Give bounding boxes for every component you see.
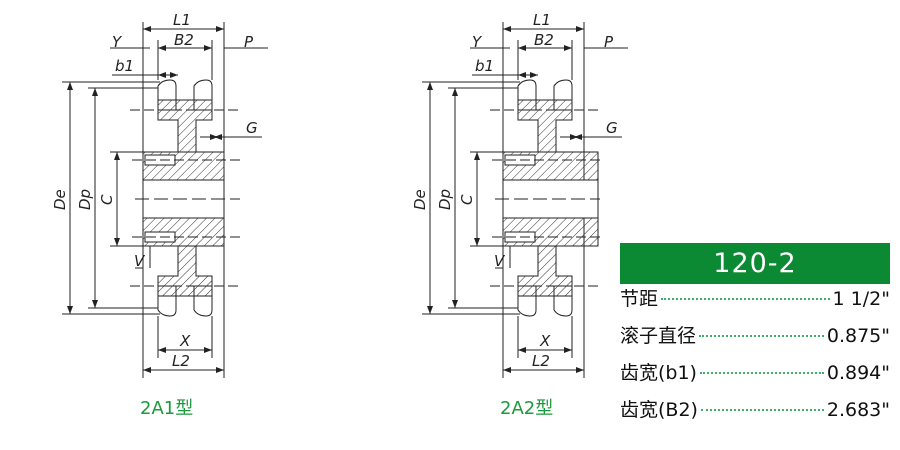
label-p: P [604, 33, 614, 51]
spec-label: 齿宽(b1) [620, 362, 697, 384]
label-v: V [494, 252, 506, 270]
label-b2: B2 [174, 31, 194, 49]
drawing-title: 2A2型 [500, 398, 553, 419]
label-c: C [98, 194, 116, 205]
label-l2: L2 [172, 352, 190, 370]
label-y: Y [472, 33, 483, 51]
spec-table: 120-2 节距 1 1/2" 滚子直径 0.875" 齿宽(b1) 0.894" 齿… [620, 243, 890, 432]
label-x: X [179, 332, 191, 350]
spec-label: 滚子直径 [620, 325, 697, 347]
model-header: 120-2 [620, 243, 890, 284]
drawing-title: 2A1型 [140, 398, 193, 419]
dotted-leader [700, 409, 824, 411]
spec-row-pitch: 节距 1 1/2" [620, 284, 890, 321]
spec-label: 齿宽(B2) [620, 399, 698, 421]
hatched-web [157, 245, 213, 297]
spec-value: 1 1/2" [832, 288, 890, 310]
label-b2: B2 [534, 31, 554, 49]
label-l1: L1 [173, 11, 191, 29]
spec-label: 节距 [620, 288, 659, 310]
label-y: Y [112, 33, 123, 51]
spec-row-tooth-width-b1: 齿宽(b1) 0.894" [620, 358, 890, 395]
label-v: V [134, 252, 146, 270]
label-g: G [246, 119, 258, 137]
dotted-leader [661, 298, 830, 300]
label-l2: L2 [532, 352, 550, 370]
label-b1: b1 [475, 57, 494, 75]
hatched-web [517, 99, 573, 153]
label-l1: L1 [533, 11, 551, 29]
label-x: X [539, 332, 551, 350]
label-c: C [458, 194, 476, 205]
label-g: G [606, 119, 618, 137]
spec-value: 2.683" [826, 399, 890, 421]
spec-row-tooth-width-b2: 齿宽(B2) 2.683" [620, 395, 890, 432]
dotted-leader [699, 372, 824, 374]
label-de: De [51, 189, 69, 210]
label-dp: Dp [436, 189, 454, 210]
label-b1: b1 [115, 57, 134, 75]
label-p: P [244, 33, 254, 51]
hatched-web [517, 245, 573, 297]
spec-value: 0.875" [826, 325, 890, 347]
label-de: De [411, 189, 429, 210]
dotted-leader [699, 335, 824, 337]
spec-value: 0.894" [826, 362, 890, 384]
label-dp: Dp [76, 189, 94, 210]
hatched-web [157, 99, 213, 153]
spec-row-roller-diameter: 滚子直径 0.875" [620, 321, 890, 358]
